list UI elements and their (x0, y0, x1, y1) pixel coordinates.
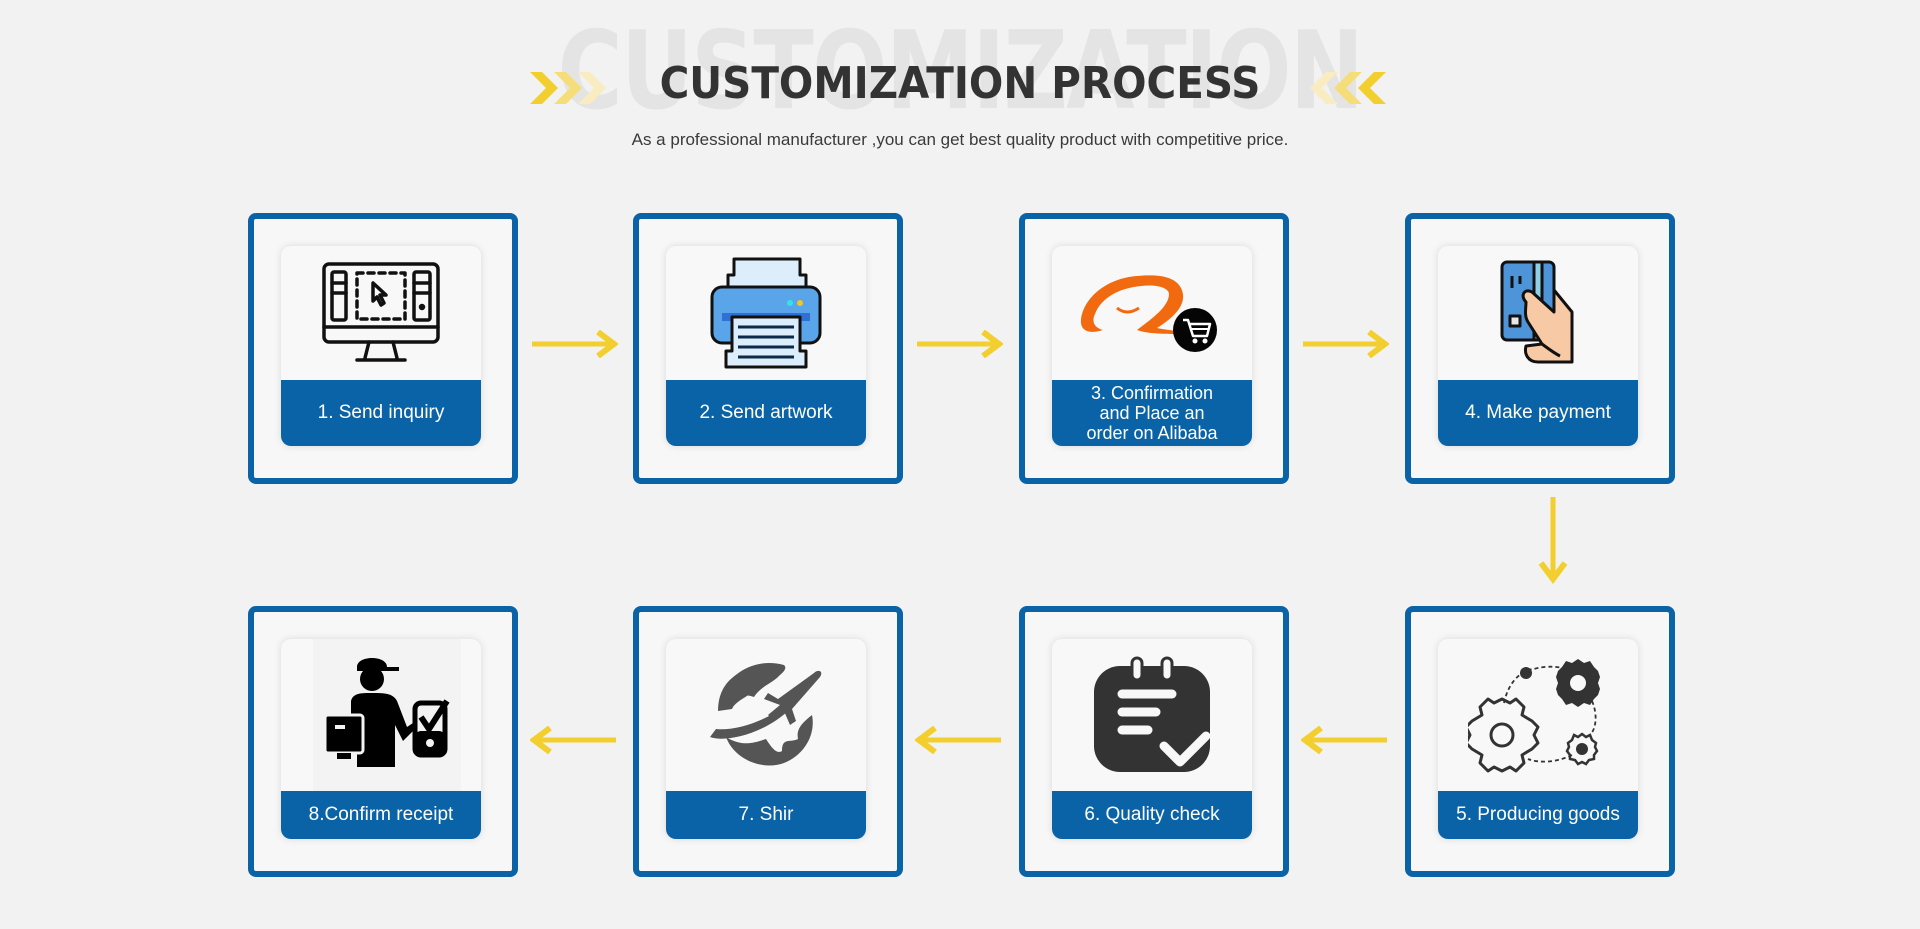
step-label: 1. Send inquiry (281, 380, 481, 446)
delivery-man-confirm-icon (313, 639, 461, 791)
step-2: 2. Send artwork (633, 213, 903, 484)
arrow-right-icon (917, 330, 1003, 358)
step-6: 6. Quality check (1019, 606, 1289, 877)
step-7: 7. Shir (633, 606, 903, 877)
step-5: 5. Producing goods (1405, 606, 1675, 877)
step-3: 3. Confirmation and Place an order on Al… (1019, 213, 1289, 484)
step-8: 8.Confirm receipt (248, 606, 518, 877)
step-card: 6. Quality check (1052, 639, 1252, 839)
globe-airplane-icon (666, 639, 866, 791)
printer-icon (666, 246, 866, 380)
step-label: 8.Confirm receipt (281, 791, 481, 839)
step-label: 3. Confirmation and Place an order on Al… (1052, 380, 1252, 446)
hand-credit-card-icon (1438, 246, 1638, 380)
clipboard-check-icon (1052, 639, 1252, 791)
step-card: 5. Producing goods (1438, 639, 1638, 839)
arrow-right-icon (532, 330, 618, 358)
step-card: 1. Send inquiry (281, 246, 481, 446)
step-4: 4. Make payment (1405, 213, 1675, 484)
title-watermark: CUSTOMIZATION (557, 9, 1364, 134)
alibaba-cart-icon (1052, 246, 1252, 380)
step-label: 4. Make payment (1438, 380, 1638, 446)
step-label: 2. Send artwork (666, 380, 866, 446)
arrow-right-icon (1303, 330, 1389, 358)
step-label: 6. Quality check (1052, 791, 1252, 839)
arrow-down-icon (1538, 497, 1568, 584)
computer-monitor-cursor-icon (281, 246, 481, 380)
step-card: 4. Make payment (1438, 246, 1638, 446)
arrow-left-icon (1301, 726, 1387, 754)
chevrons-right-icon (530, 72, 606, 104)
step-card: 8.Confirm receipt (281, 639, 481, 839)
step-card: 7. Shir (666, 639, 866, 839)
chevrons-left-icon (1310, 72, 1386, 104)
step-card: 2. Send artwork (666, 246, 866, 446)
page-title: CUSTOMIZATION PROCESS (659, 58, 1261, 109)
step-label: 7. Shir (666, 791, 866, 839)
page-subtitle: As a professional manufacturer ,you can … (631, 130, 1289, 149)
gears-icon (1438, 639, 1638, 791)
step-1: 1. Send inquiry (248, 213, 518, 484)
arrow-left-icon (530, 726, 616, 754)
step-card: 3. Confirmation and Place an order on Al… (1052, 246, 1252, 446)
step-label: 5. Producing goods (1438, 791, 1638, 839)
arrow-left-icon (915, 726, 1001, 754)
